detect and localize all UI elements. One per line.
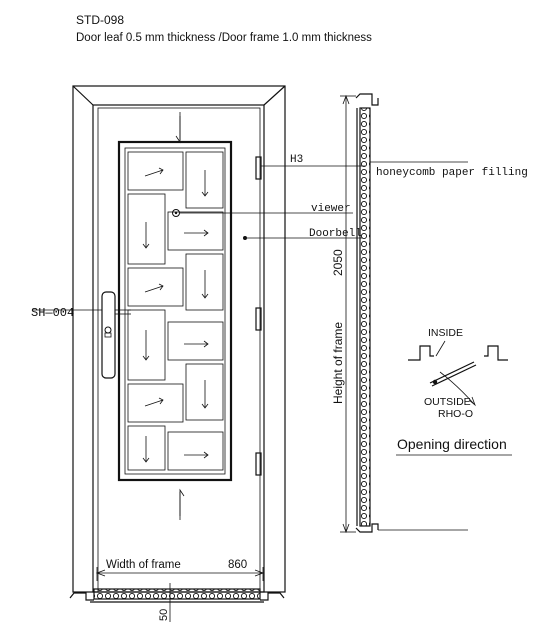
glass-panel	[117, 140, 233, 482]
doorbell-label: Doorbell	[309, 228, 362, 240]
hinges	[255, 156, 262, 476]
height-label: Height of frame	[331, 322, 345, 404]
viewer-label: viewer	[311, 203, 351, 215]
filling-label: honeycomb paper filling	[376, 167, 528, 179]
opening-diagram	[408, 340, 508, 407]
panel-grid	[127, 151, 224, 471]
lock-handle	[101, 291, 131, 379]
doorbell-dot	[243, 236, 247, 240]
thickness-spec: Door leaf 0.5 mm thickness /Door frame 1…	[76, 32, 372, 44]
width-label: Width of frame	[106, 559, 181, 571]
horizontal-section	[69, 588, 285, 603]
height-dimension	[340, 94, 356, 534]
viewer	[172, 209, 180, 217]
depth-value: 50	[158, 609, 170, 621]
model-number: STD-098	[76, 13, 124, 27]
rho-label: RHO-O	[438, 408, 473, 420]
width-value: 860	[228, 559, 247, 571]
vertical-section	[355, 93, 468, 533]
inside-label: INSIDE	[428, 327, 463, 339]
width-dimension	[95, 567, 265, 581]
lock-label: SH—004	[31, 306, 74, 320]
height-value: 2050	[331, 249, 345, 276]
leaf-direction-arrows	[175, 112, 185, 520]
panel-arrows	[142, 167, 209, 463]
hinge-label: H3	[290, 154, 303, 166]
outside-label: OUTSIDE	[424, 396, 471, 408]
opening-title: Opening direction	[397, 436, 507, 452]
door-frame	[72, 85, 286, 593]
